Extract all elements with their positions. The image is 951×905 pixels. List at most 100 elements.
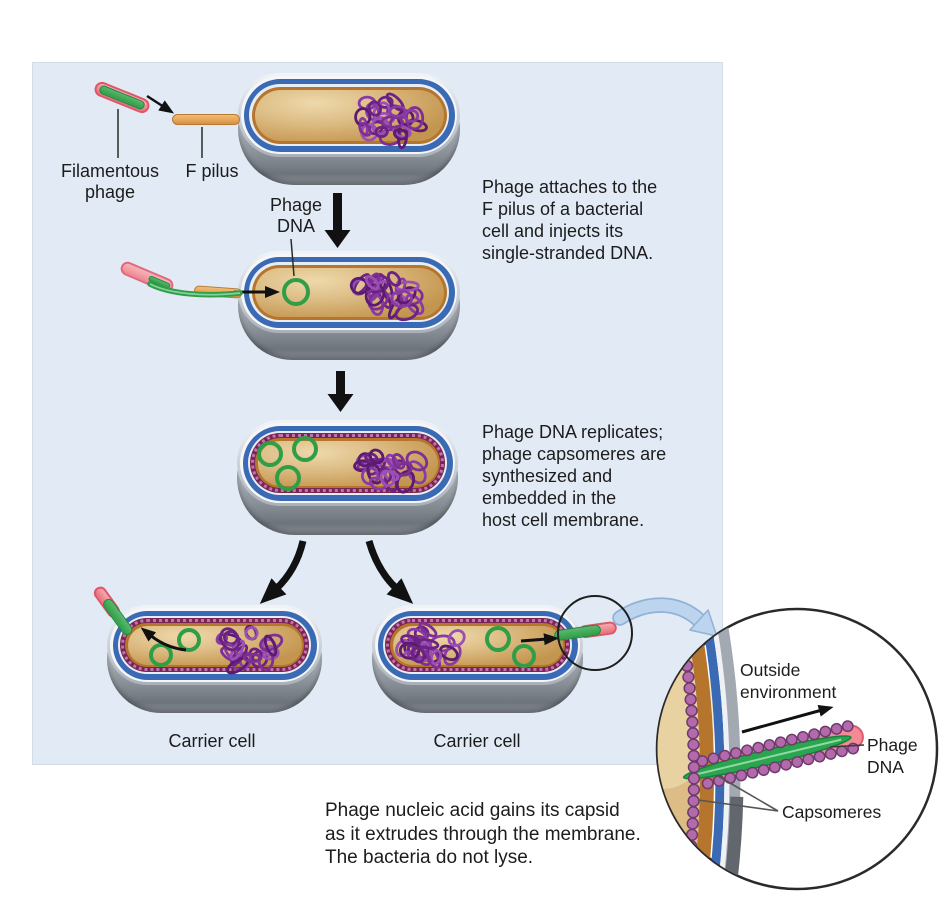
capsomere-bead	[729, 747, 742, 759]
capsomere-bead	[677, 637, 691, 650]
caption-step1: Phage attaches to the F pilus of a bacte…	[482, 176, 717, 264]
phage-dna-circle	[292, 436, 318, 462]
capsomere-bead	[687, 761, 701, 774]
chromosome-loop	[413, 638, 440, 650]
label-line: DNA	[276, 216, 315, 236]
capsomere-bead	[768, 761, 781, 774]
chromosome-loop	[259, 633, 284, 652]
capsomere-bead	[819, 725, 832, 738]
label-f-pilus: F pilus	[185, 161, 239, 181]
capsomere-bead	[841, 720, 854, 733]
chromosome-loop	[364, 452, 379, 464]
capsomere-bead	[780, 758, 792, 771]
capsomere-bead	[830, 722, 843, 735]
capsomere-bead	[674, 615, 687, 628]
capsomere-bead	[687, 783, 701, 796]
chromosome-loop	[358, 121, 372, 137]
capsomere-dots	[251, 434, 444, 492]
chromosome-loop	[398, 641, 421, 660]
capsomere-bead	[701, 777, 714, 790]
label-line: Filamentous	[60, 161, 160, 181]
inset-label-phage-dna: DNA	[867, 757, 904, 777]
capsomere-bead	[746, 766, 759, 779]
caption-line: The bacteria do not lyse.	[325, 847, 534, 868]
phage-dna-circle	[149, 643, 173, 667]
chromosome-loop	[405, 293, 425, 316]
phage-dna-circle	[485, 626, 511, 652]
capsomere-bead	[757, 764, 770, 776]
caption-line: embedded in the	[482, 488, 617, 508]
caption-line: as it extrudes through the membrane.	[325, 823, 641, 845]
bacterial-chromosome	[354, 92, 428, 150]
label-phage-dna: Phage DNA	[262, 195, 330, 237]
phage-dna-circle	[275, 465, 301, 491]
caption-line: F pilus of a bacterial	[482, 199, 644, 219]
chromosome-loop	[393, 128, 409, 141]
caption-line: Phage DNA replicates;	[482, 422, 664, 442]
chromosome-loop	[365, 272, 381, 294]
chromosome-loop	[386, 271, 402, 287]
capsomere-bead	[687, 772, 701, 785]
chromosome-loop	[429, 634, 456, 653]
chromosome-loop	[242, 652, 263, 663]
capsomere-bead	[687, 794, 700, 808]
capsomere-bead	[687, 806, 700, 819]
capsomere-bead	[824, 747, 837, 760]
chromosome-loop	[349, 276, 369, 295]
extruding-phage-magnified	[682, 720, 864, 790]
capsomere-bead	[808, 728, 821, 741]
chromosome-loop	[438, 644, 459, 662]
chromosome-loop	[400, 634, 421, 648]
phage-dna-circle	[282, 278, 310, 306]
pointer-line	[697, 799, 779, 812]
caption-line: single-stranded DNA.	[482, 243, 654, 263]
capsomere-bead	[685, 704, 698, 717]
phage-dna-circle	[257, 441, 283, 467]
chromosome-loop	[380, 115, 404, 129]
pointer-line	[717, 775, 779, 812]
bacterial-chromosome	[395, 621, 466, 670]
capsomere-bead	[687, 749, 700, 763]
label-line: Phage	[269, 195, 323, 215]
chromosome-loop	[392, 124, 412, 139]
chromosome-loop	[410, 646, 426, 664]
chromosome-loop	[219, 627, 241, 652]
pointer-line	[829, 744, 865, 748]
phage-dna-core	[693, 738, 842, 777]
chromosome-loop	[368, 448, 385, 465]
chromosome-loop	[354, 107, 372, 127]
bacterial-cell	[238, 73, 460, 185]
cell-top-face	[238, 73, 460, 157]
chromosome-loop	[447, 629, 466, 648]
inset-label-capsomeres: Capsomeres	[782, 802, 881, 822]
caption-line: Phage nucleic acid gains its capsid	[325, 800, 620, 821]
capsomere-bead	[797, 730, 809, 743]
capsomere-bead	[686, 727, 700, 740]
caption-step2: Phage DNA replicates; phage capsomeres a…	[482, 421, 722, 531]
chromosome-loop	[368, 476, 387, 491]
capsomere-bead	[802, 753, 815, 766]
outside-arrow-icon	[741, 705, 834, 734]
capsomere-bead	[718, 749, 731, 762]
chromosome-loop	[263, 634, 278, 657]
inset-magnified-view: Outside environment Phage DNA Capsomeres	[655, 607, 939, 891]
capsomere-dots	[121, 619, 308, 671]
capsomere-bead	[687, 738, 700, 751]
caption-line: cell and injects its	[482, 221, 624, 241]
magnifier-circle	[557, 595, 633, 671]
capsomere-bead	[684, 851, 697, 864]
chromosome-loop	[374, 125, 389, 139]
inset-label-phage-dna: Phage	[867, 735, 918, 755]
chromosome-loop	[379, 469, 396, 487]
capsomere-bead	[741, 744, 754, 757]
capsomere-bead	[686, 715, 699, 729]
capsomere-bead	[707, 752, 720, 765]
capsomere-bead	[763, 739, 776, 751]
f-pilus-icon	[172, 113, 240, 125]
capsomere-beads-on-phage	[696, 720, 860, 790]
phage-dna-circle	[512, 644, 536, 668]
caption-line: Phage attaches to the	[482, 177, 658, 197]
capsomere-bead	[682, 670, 695, 684]
inset-label-outside-environment: Outside	[740, 660, 800, 680]
